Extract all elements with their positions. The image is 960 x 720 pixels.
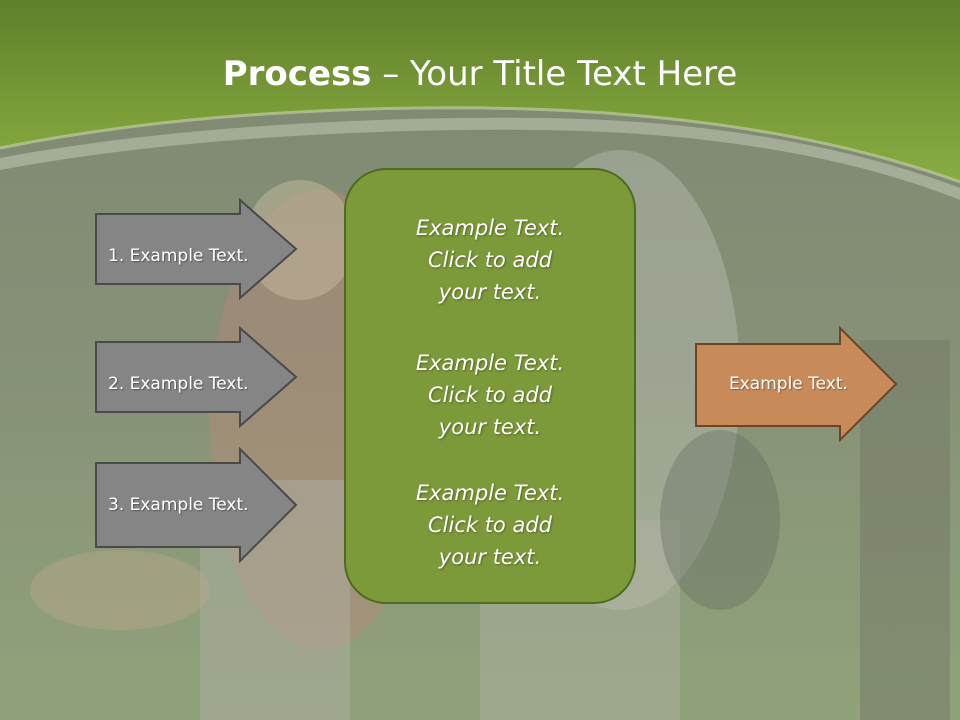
step-label-1: 1. Example Text. [108,246,249,266]
center-text-line: Example Text. [415,351,565,375]
center-text-line: Click to add [427,383,552,407]
step-arrow-1[interactable] [94,198,300,300]
step-label-2: 2. Example Text. [108,374,249,394]
title-bold: Process [222,54,372,94]
center-text-line: your text. [438,280,542,304]
output-label: Example Text. [729,374,848,394]
center-text-line: Click to add [427,248,552,272]
slide-title[interactable]: Process – Your Title Text Here [0,52,960,96]
center-text-block-1[interactable]: Example Text. Click to add your text. [344,212,636,308]
center-text-line: Click to add [427,513,552,537]
center-text-line: Example Text. [415,216,565,240]
output-arrow[interactable] [694,326,900,444]
step-arrow-3[interactable] [94,447,300,563]
center-text-block-2[interactable]: Example Text. Click to add your text. [344,347,636,443]
title-rest: – Your Title Text Here [371,54,738,94]
step-arrow-2[interactable] [94,326,300,428]
center-text-line: Example Text. [415,481,565,505]
center-text-line: your text. [438,545,542,569]
center-text-block-3[interactable]: Example Text. Click to add your text. [344,477,636,573]
step-label-3: 3. Example Text. [108,495,249,515]
center-process-box[interactable] [344,168,636,604]
center-text-line: your text. [438,415,542,439]
